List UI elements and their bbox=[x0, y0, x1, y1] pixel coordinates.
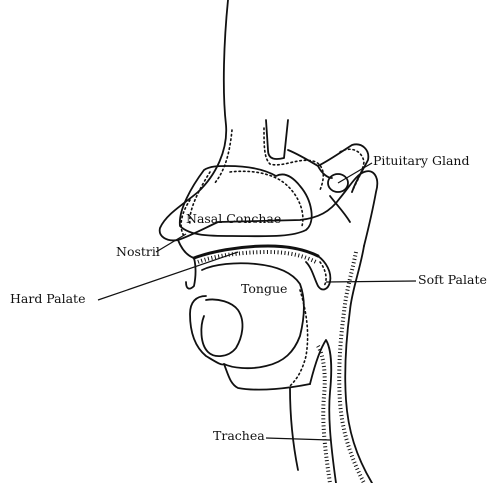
neck-front-line bbox=[290, 388, 298, 470]
label-trachea: Trachea bbox=[213, 430, 265, 443]
lower-jaw-outline bbox=[190, 296, 310, 390]
label-nasal-conchae: Nasal Conchae bbox=[186, 213, 281, 226]
hard-palate-shape bbox=[194, 246, 318, 258]
pharynx-back-hatching bbox=[339, 252, 364, 483]
soft-palate-shape bbox=[306, 256, 330, 289]
hard-palate-hatching bbox=[198, 252, 316, 262]
leader-nostril bbox=[156, 234, 186, 252]
trachea-front-hatching bbox=[318, 346, 330, 483]
label-hard-palate: Hard Palate bbox=[10, 293, 85, 306]
leader-hard-palate bbox=[98, 252, 238, 300]
soft-palate-dotted bbox=[320, 262, 326, 286]
label-nostril: Nostril bbox=[116, 246, 160, 259]
upper-lip-outline bbox=[178, 240, 196, 289]
tongue-shape bbox=[202, 263, 304, 368]
leader-trachea bbox=[266, 438, 330, 440]
label-tongue: Tongue bbox=[241, 283, 287, 296]
leader-soft-palate bbox=[326, 281, 416, 282]
lower-lip-shape bbox=[201, 299, 242, 356]
label-pituitary-gland: Pituitary Gland bbox=[373, 155, 469, 168]
label-soft-palate: Soft Palate bbox=[418, 274, 487, 287]
